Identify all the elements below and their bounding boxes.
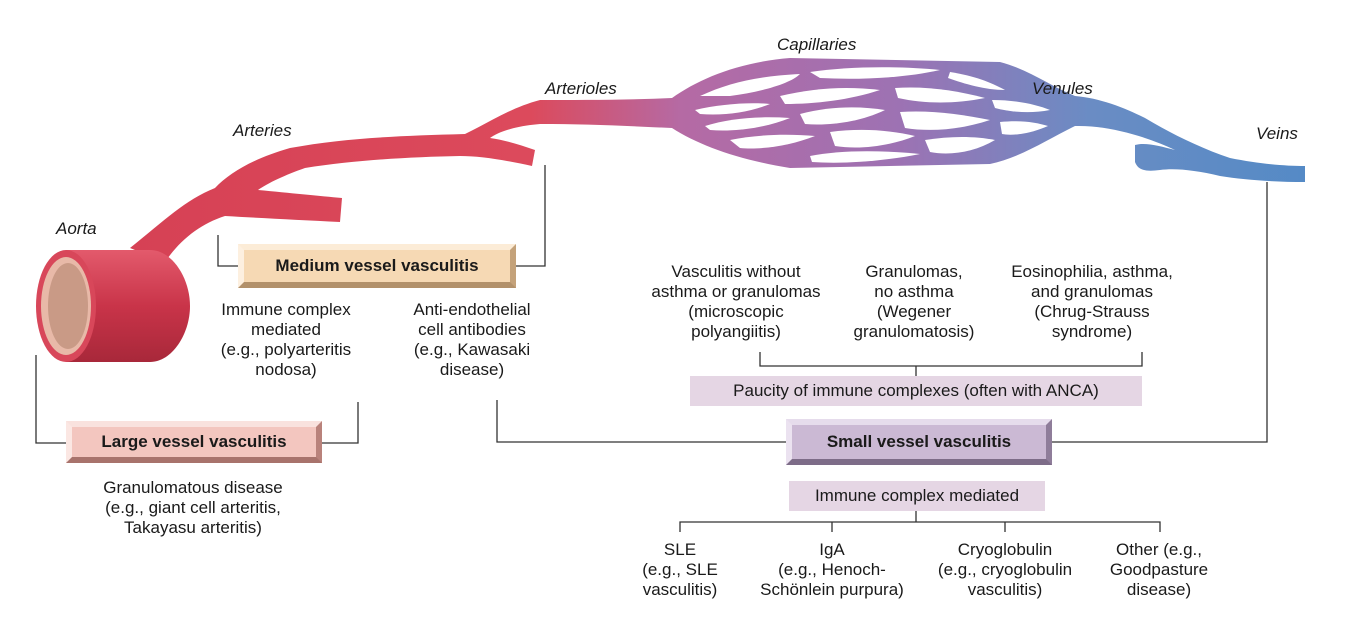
large-vessel-description: Granulomatous disease(e.g., giant cell a…: [103, 478, 283, 537]
immune-item-iga: IgA(e.g., Henoch-Schönlein purpura): [760, 540, 904, 599]
capillary-network: [695, 67, 1050, 163]
label-arteries: Arteries: [233, 121, 292, 140]
medium-vessel-title: Medium vessel vasculitis: [275, 256, 479, 275]
small-vessel-title: Small vessel vasculitis: [826, 432, 1012, 451]
vessel-tree: [36, 58, 1305, 362]
immune-complex-label: Immune complex mediated: [814, 486, 1020, 505]
large-vessel-vasculitis-box: Large vessel vasculitis: [66, 421, 322, 463]
medium-vessel-vasculitis-box: Medium vessel vasculitis: [238, 244, 516, 288]
immune-complex-band: Immune complex mediated: [789, 481, 1045, 511]
small-vessel-vasculitis-box: Small vessel vasculitis: [786, 419, 1052, 465]
pauci-immune-label: Paucity of immune complexes (often with …: [733, 381, 1099, 400]
aorta-vessel: [36, 250, 190, 362]
label-venules: Venules: [1032, 79, 1093, 98]
large-vessel-title: Large vessel vasculitis: [101, 432, 287, 451]
label-veins: Veins: [1256, 124, 1298, 143]
label-aorta: Aorta: [56, 219, 97, 238]
label-arterioles: Arterioles: [545, 79, 617, 98]
connector-lines: [35, 165, 1268, 532]
label-capillaries: Capillaries: [777, 35, 857, 54]
pauci-immune-band: Paucity of immune complexes (often with …: [690, 376, 1142, 406]
pauci-item-churg-strauss: Eosinophilia, asthma,and granulomas(Chru…: [1011, 262, 1173, 341]
arteries-vessel: [130, 100, 540, 262]
